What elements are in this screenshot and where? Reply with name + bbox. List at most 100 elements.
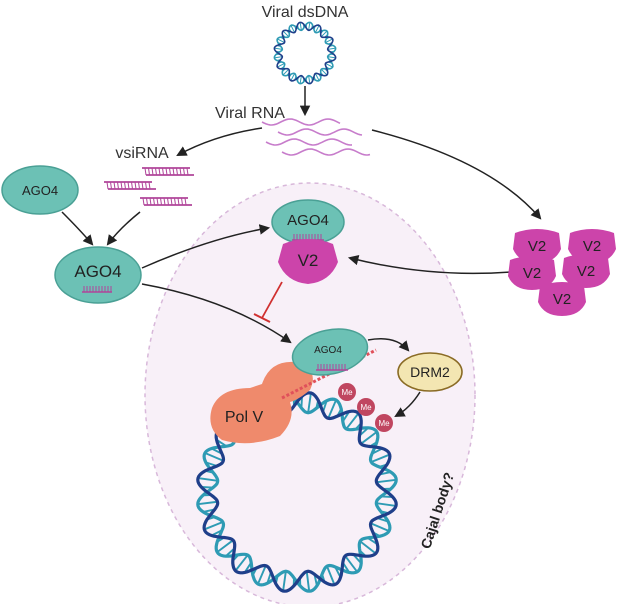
pol-v bbox=[210, 361, 313, 444]
rna-to-v2-arrow bbox=[371, 129, 542, 220]
viral-dsdna-label: Viral dsDNA bbox=[262, 4, 349, 21]
big-dna-rung bbox=[197, 477, 218, 482]
me-mark-3-label: Me bbox=[378, 419, 390, 428]
small-dna-rung bbox=[299, 22, 302, 31]
v2-to-complex-arrow bbox=[347, 254, 511, 275]
small-dna-rung bbox=[308, 75, 311, 84]
small-dna-strand-a bbox=[273, 21, 337, 85]
big-dna-rung bbox=[203, 521, 224, 531]
v2-protein-label: V2 bbox=[528, 238, 546, 255]
ago4-complex-label: AGO4 bbox=[287, 212, 329, 229]
ago4-loaded-label: AGO4 bbox=[74, 262, 121, 281]
small-dna-rung bbox=[315, 73, 320, 81]
vsirna-base bbox=[144, 167, 147, 176]
rna-wave bbox=[281, 148, 371, 156]
drm2 bbox=[397, 352, 463, 392]
vsirna-base bbox=[134, 181, 137, 190]
sirna-to-loaded-arrow bbox=[106, 211, 141, 246]
rna-wave bbox=[261, 118, 341, 126]
me-mark-2 bbox=[357, 398, 375, 416]
vsirna-base bbox=[106, 181, 109, 190]
viral-rna-waves bbox=[261, 118, 371, 156]
vsirna-base bbox=[148, 167, 150, 176]
ago4-to-drm2-arrow bbox=[367, 338, 410, 352]
big-dna-rung bbox=[360, 431, 378, 445]
big-dna-rung bbox=[197, 500, 218, 506]
big-dna-rung bbox=[216, 539, 234, 553]
big-dna-rung bbox=[345, 412, 360, 430]
ago4-on-dna-label: AGO4 bbox=[314, 345, 342, 356]
pol-v-label: Pol V bbox=[225, 409, 264, 426]
small-dna-rung bbox=[282, 68, 290, 76]
small-dna-rung bbox=[274, 47, 283, 50]
big-dna-rung bbox=[257, 565, 267, 585]
vsirna-base bbox=[124, 181, 126, 190]
big-dna-rung bbox=[234, 554, 249, 572]
big-dna-rung bbox=[305, 571, 311, 592]
small-dna-rung bbox=[327, 56, 336, 59]
v2-in-complex-label: V2 bbox=[298, 251, 319, 270]
v2-protein bbox=[513, 229, 561, 263]
vsirna-base bbox=[127, 181, 130, 190]
rna-to-vsirna-arrow bbox=[176, 127, 263, 156]
big-dna-rung bbox=[359, 540, 377, 555]
big-dna-rung bbox=[307, 392, 312, 413]
big-dna-rung bbox=[204, 452, 224, 462]
vsirna-base bbox=[165, 167, 168, 176]
rna-wave bbox=[265, 138, 353, 146]
v2-protein-label: V2 bbox=[553, 291, 571, 308]
big-dna-rung bbox=[376, 478, 397, 484]
small-dna-rung bbox=[325, 38, 333, 43]
vsirna-base bbox=[153, 197, 155, 206]
small-dna-rung bbox=[325, 63, 333, 68]
inhibition-bar bbox=[253, 313, 271, 323]
me-mark-2-label: Me bbox=[360, 403, 372, 412]
vsirna-base bbox=[162, 167, 164, 176]
big-dna-rung bbox=[326, 565, 336, 586]
v2-protein bbox=[538, 282, 586, 316]
ago4-on-dna bbox=[291, 328, 369, 376]
v2-protein-label: V2 bbox=[523, 265, 541, 282]
vsirna-base bbox=[110, 181, 112, 190]
v2-protein bbox=[562, 254, 610, 288]
vsirna-base bbox=[120, 181, 123, 190]
big-dna-rung bbox=[370, 453, 391, 463]
inhibition-line bbox=[261, 281, 283, 319]
vsirna-base bbox=[184, 197, 187, 206]
vsirna-base bbox=[160, 197, 162, 206]
ago4-to-dna-arrow bbox=[141, 283, 292, 344]
vsirna-base bbox=[148, 181, 151, 190]
big-dna-rung bbox=[282, 571, 287, 592]
vsirna-label: vsiRNA bbox=[115, 145, 169, 162]
big-dna-rung bbox=[344, 555, 358, 573]
vsirna-base bbox=[181, 197, 183, 206]
vsirna-base bbox=[177, 197, 180, 206]
vsirna-base bbox=[176, 167, 178, 176]
big-dna-rung bbox=[327, 399, 337, 419]
vsirna-base bbox=[169, 167, 171, 176]
vsirna-base bbox=[170, 197, 173, 206]
vsirna-base bbox=[158, 167, 161, 176]
ago4-free-label: AGO4 bbox=[22, 183, 58, 198]
v2-in-complex bbox=[278, 239, 338, 284]
ago4-on-dna-sirna bbox=[316, 364, 348, 371]
vsirna-base bbox=[146, 197, 148, 206]
small-dna-rung bbox=[320, 30, 328, 38]
vsirna-base bbox=[155, 167, 157, 176]
small-dna-rung bbox=[282, 30, 290, 38]
me-mark-3 bbox=[375, 414, 393, 432]
small-dna-rung bbox=[299, 75, 302, 84]
ago4-free bbox=[1, 165, 79, 215]
small-dna-rung bbox=[308, 22, 311, 31]
vsirna-base bbox=[156, 197, 159, 206]
me-mark-1 bbox=[338, 383, 356, 401]
vsirna-base bbox=[163, 197, 166, 206]
v2-protein bbox=[508, 256, 556, 290]
small-dna-rung bbox=[327, 47, 336, 50]
vsirna-base bbox=[117, 181, 119, 190]
v2-protein-label: V2 bbox=[577, 263, 595, 280]
big-dna-strand-a bbox=[196, 391, 398, 593]
big-dna-rung bbox=[370, 522, 390, 532]
